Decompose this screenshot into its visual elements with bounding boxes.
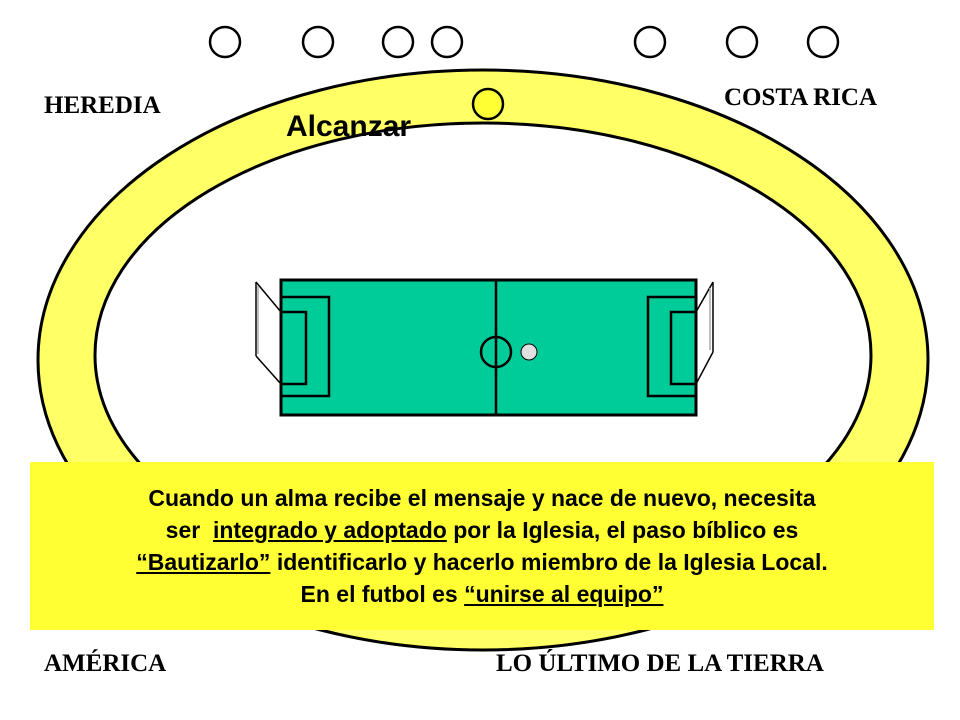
player-circle [633, 25, 667, 59]
player-circle [301, 25, 335, 59]
player-row [208, 25, 840, 59]
message-text: identificarlo y hacerlo miembro de la Ig… [270, 549, 828, 575]
label-america: AMÉRICA [44, 650, 167, 677]
player-circle [430, 25, 464, 59]
left-goal-net [255, 281, 282, 385]
label-heredia: HEREDIA [44, 92, 161, 119]
message-underlined-text: “Bautizarlo” [136, 549, 271, 575]
player-circle [381, 25, 415, 59]
message-text: Cuando un alma recibe el mensaje y nace … [148, 485, 816, 511]
field-surface [279, 278, 698, 417]
player-circle [208, 25, 242, 59]
message-text: En el futbol es [300, 581, 465, 607]
message-text: ser [165, 517, 213, 543]
message-line-4: En el futbol es “unirse al equipo” [301, 578, 664, 610]
message-box: Cuando un alma recibe el mensaje y nace … [30, 462, 934, 630]
highlighted-player [471, 87, 505, 121]
right-goal-net [695, 281, 714, 385]
label-costa-rica: COSTA RICA [724, 84, 878, 111]
center-circle [479, 335, 513, 369]
soccer-field [255, 278, 714, 417]
message-underlined-text: “unirse al equipo” [464, 581, 664, 607]
left-goal-area [279, 310, 308, 386]
message-line-3: “Bautizarlo” identificarlo y hacerlo mie… [136, 546, 827, 578]
player-circle [725, 25, 759, 59]
reach-label: Alcanzar [286, 110, 412, 143]
message-text: por la Iglesia, el paso bíblico es [446, 517, 799, 543]
ball-icon [520, 343, 538, 361]
right-goal-area [669, 310, 698, 386]
message-line-2: ser integrado y adoptado por la Iglesia,… [166, 514, 799, 546]
label-last-of-earth: LO ÚLTIMO DE LA TIERRA [496, 650, 824, 677]
message-underlined-text: integrado y adoptado [212, 517, 447, 543]
player-circle [806, 25, 840, 59]
message-line-1: Cuando un alma recibe el mensaje y nace … [148, 482, 815, 514]
